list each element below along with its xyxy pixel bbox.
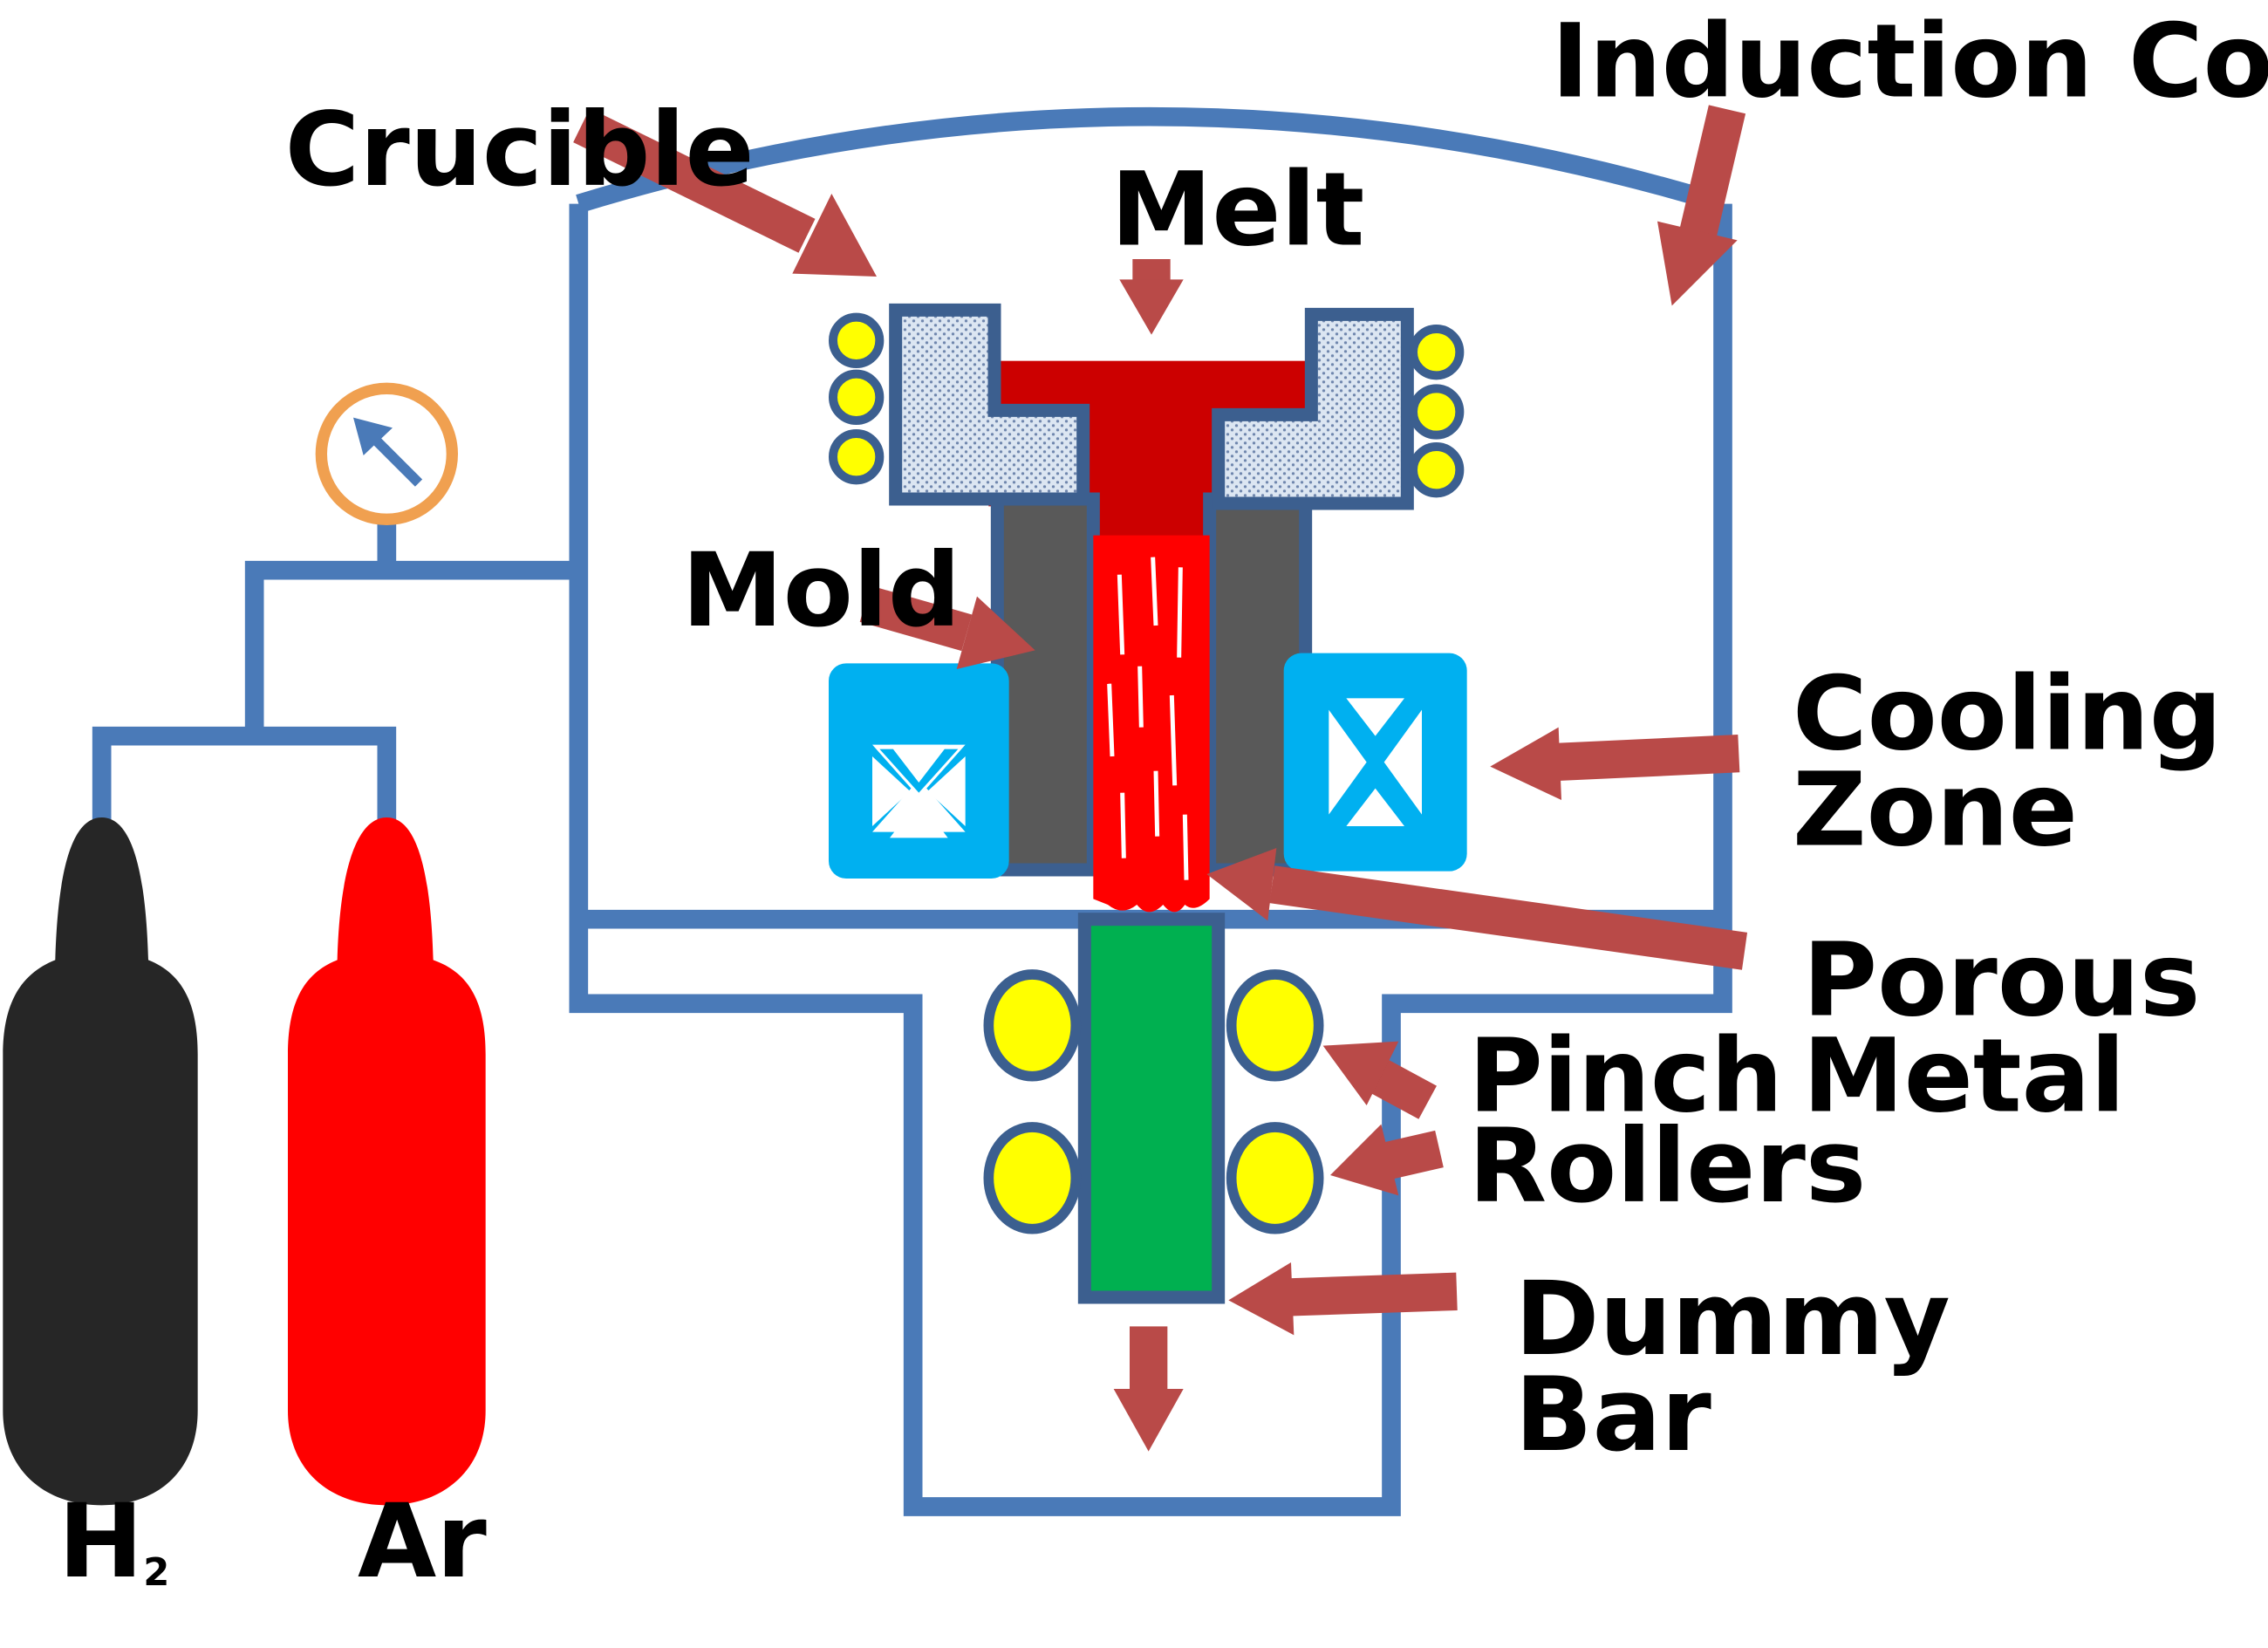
label-cooling-zone-2: Zone xyxy=(1793,751,2078,870)
pressure-gauge-icon xyxy=(315,382,458,525)
label-h2-main: H xyxy=(58,1482,144,1601)
label-induction-coil: Induction Coil xyxy=(1551,2,2268,120)
arrow-cooling-zone xyxy=(1490,727,1740,800)
arrow-melt xyxy=(1119,259,1184,335)
dummy-bar xyxy=(1077,913,1226,1304)
label-pinch-rollers-1: Pinch xyxy=(1468,1017,1783,1136)
hourglass-icon xyxy=(1329,698,1422,826)
cooling-block-right xyxy=(1283,653,1467,872)
mold-left xyxy=(990,492,1100,877)
induction-coil-windings xyxy=(829,312,1465,498)
label-melt: Melt xyxy=(1110,150,1364,269)
melt-stream-streaks xyxy=(1107,557,1189,880)
arrow-induction-coil xyxy=(1657,105,1746,306)
melt-neck xyxy=(1093,495,1210,538)
arrow-mold xyxy=(859,585,1035,669)
label-h2-subscript: 2 xyxy=(143,1551,169,1595)
arrow-pinch-rollers-bottom xyxy=(1330,1124,1444,1196)
label-pinch-rollers-2: Rollers xyxy=(1468,1107,1866,1226)
label-cooling-zone-1: Cooling xyxy=(1793,655,2222,774)
arrow-pinch-rollers-top xyxy=(1322,1041,1437,1119)
pinch-rollers xyxy=(983,969,1324,1234)
label-crucible: Crucible xyxy=(285,91,755,209)
label-dummy-bar-1: Dummy xyxy=(1515,1260,1950,1378)
label-h2: H2 xyxy=(58,1482,170,1601)
hourglass-icon xyxy=(872,744,966,838)
label-mold: Mold xyxy=(682,531,961,650)
crucible-right xyxy=(1212,307,1414,510)
gas-cylinder-h2 xyxy=(3,817,198,1506)
chamber-dome xyxy=(576,106,1726,214)
gas-pipe xyxy=(92,516,579,830)
chamber-wall xyxy=(569,203,1732,1516)
label-ar: Ar xyxy=(358,1482,487,1601)
label-dummy-bar-2: Bar xyxy=(1515,1356,1712,1474)
crucible-left xyxy=(889,303,1090,506)
arrow-crucible xyxy=(573,108,877,277)
label-porous-metal-1: Porous xyxy=(1803,921,2201,1040)
label-porous-metal-2: Metal xyxy=(1803,1017,2126,1136)
gas-cylinder-ar xyxy=(288,817,486,1506)
arrow-porous-metal xyxy=(1206,848,1748,970)
arrow-withdrawal xyxy=(1113,1326,1184,1452)
arrow-dummy-bar xyxy=(1228,1262,1458,1336)
